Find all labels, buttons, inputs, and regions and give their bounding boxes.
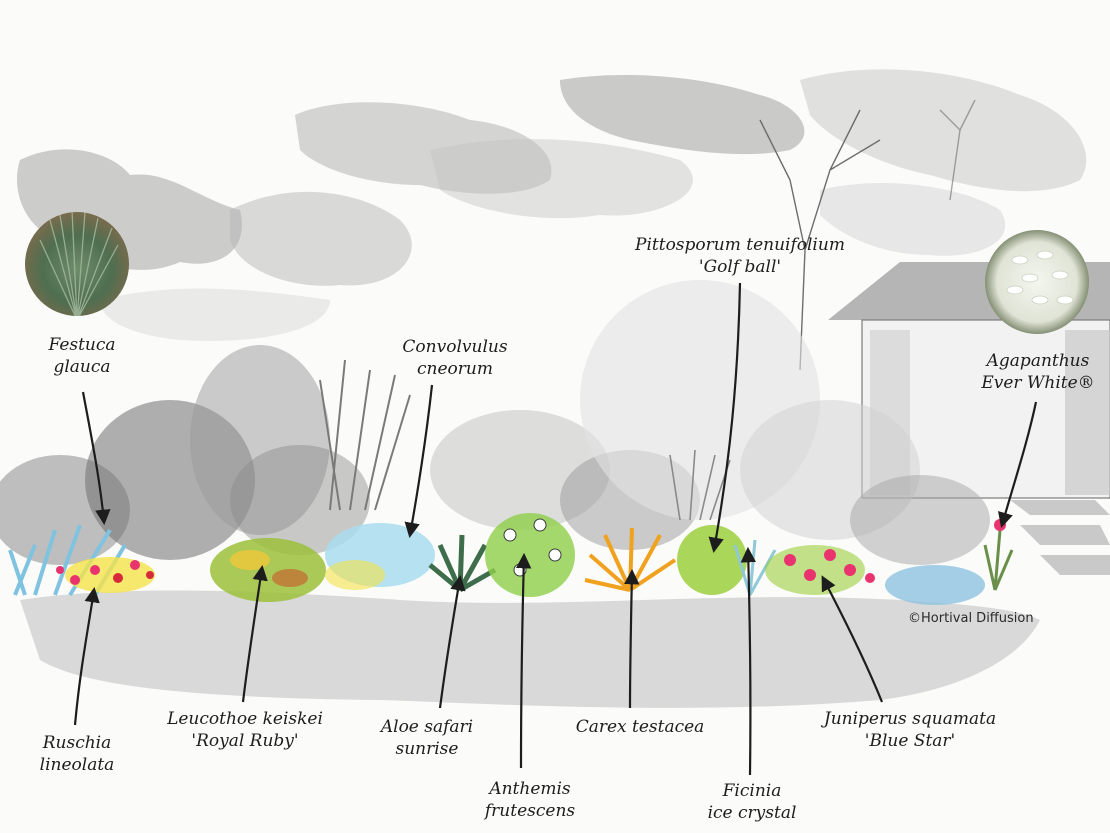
ground-wash (20, 590, 1040, 708)
annotation-arrows (73, 282, 1038, 776)
pittosporum-plant (677, 525, 747, 595)
label-carex-line1: Carex testacea (575, 717, 705, 737)
label-convolvulus-line2: cneorum (417, 359, 493, 379)
label-ruschia-line1: Ruschia (42, 733, 112, 753)
background-tree (759, 99, 976, 371)
agapanthus-plant (983, 529, 1014, 591)
label-juniperus-line2: 'Blue Star' (864, 731, 956, 751)
carex-plant (584, 527, 677, 592)
label-juniperus-line1: Juniperus squamata (823, 709, 997, 729)
label-convolvulus: Convolvulus cneorum (385, 336, 525, 380)
background-washes (16, 69, 1087, 341)
label-aloe: Aloe safari sunrise (362, 716, 492, 760)
label-agapanthus-line1: Agapanthus (986, 351, 1090, 371)
arrow-ruschia (73, 586, 100, 726)
arrow-carex (624, 568, 640, 709)
label-aloe-line2: sunrise (395, 739, 459, 759)
label-festuca-line2: glauca (53, 357, 111, 377)
label-ficinia-line1: Ficinia (722, 781, 782, 801)
label-festuca: Festuca glauca (30, 334, 134, 378)
label-leucothoe-line2: 'Royal Ruby' (191, 731, 299, 751)
label-ficinia: Ficinia ice crystal (692, 780, 812, 824)
arrow-ficinia (740, 546, 757, 776)
juniperus-plant (885, 565, 985, 605)
label-aloe-line1: Aloe safari (380, 717, 474, 737)
arrow-juniperus (821, 575, 884, 703)
white-agapanthus-photo (985, 230, 1089, 334)
ruschia-plant (8, 524, 155, 597)
arrow-pittosporum (708, 282, 742, 554)
label-pittosporum-line2: 'Golf ball' (698, 257, 782, 277)
label-anthemis-line1: Anthemis (489, 779, 571, 799)
copyright-notice: ©Hortival Diffusion (908, 611, 1034, 626)
label-anthemis: Anthemis frutescens (470, 778, 590, 822)
foreground-plants (8, 513, 1014, 605)
grass-clump-photo (25, 212, 129, 316)
label-anthemis-line2: frutescens (484, 801, 576, 821)
arrow-agapanthus (998, 401, 1038, 528)
label-pittosporum: Pittosporum tenuifolium 'Golf ball' (620, 234, 860, 278)
label-convolvulus-line1: Convolvulus (402, 337, 508, 357)
label-festuca-line1: Festuca (48, 335, 116, 355)
arrow-festuca (81, 391, 111, 526)
arrow-anthemis (515, 552, 532, 769)
label-carex: Carex testacea (565, 716, 715, 738)
background-shrubs (0, 280, 990, 565)
label-ruschia-line2: lineolata (39, 755, 115, 775)
label-agapanthus-line2: Ever White® (981, 373, 1095, 393)
label-agapanthus: Agapanthus Ever White® (968, 350, 1108, 394)
label-ruschia: Ruschia lineolata (22, 732, 132, 776)
arrow-leucothoe (241, 564, 268, 703)
label-ficinia-line2: ice crystal (707, 803, 797, 823)
label-leucothoe: Leucothoe keiskei 'Royal Ruby' (160, 708, 330, 752)
label-leucothoe-line1: Leucothoe keiskei (167, 709, 323, 729)
arrow-aloe (438, 574, 466, 709)
aloe-plant (428, 534, 497, 593)
label-pittosporum-line1: Pittosporum tenuifolium (635, 235, 845, 255)
arrow-convolvulus (404, 384, 434, 539)
leucothoe-plant (210, 538, 326, 602)
label-juniperus: Juniperus squamata 'Blue Star' (815, 708, 1005, 752)
